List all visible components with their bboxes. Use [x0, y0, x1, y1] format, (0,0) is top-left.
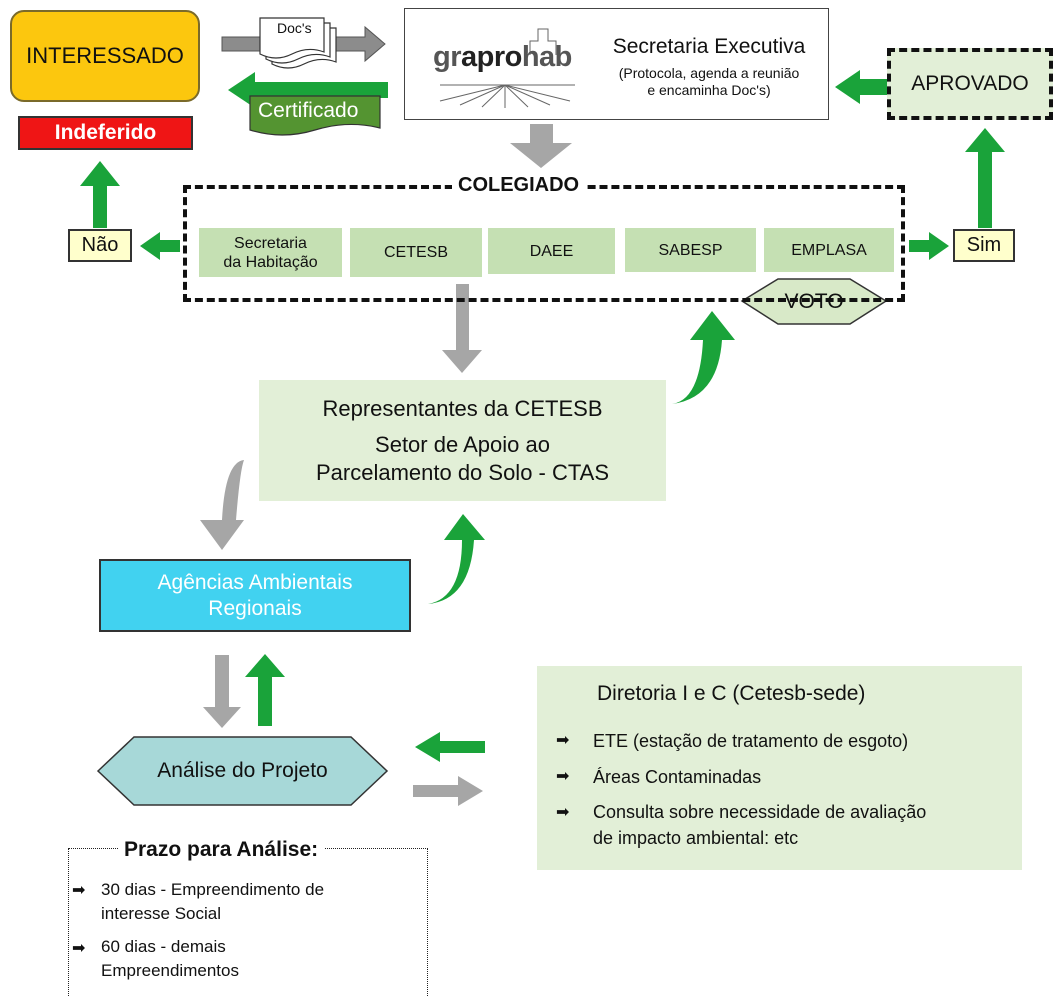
voto-label: VOTO	[784, 289, 844, 313]
arrow-bullet-icon: ➡	[556, 768, 570, 785]
graprohab-logo-graphic	[439, 28, 575, 108]
sim-label: Sim	[966, 234, 1002, 256]
sim-to-aprovado-arrow	[965, 128, 1005, 228]
interessado-label: INTERESSADO	[26, 43, 184, 68]
member-secretaria-habitacao: Secretaria da Habitação	[199, 228, 342, 277]
prazo-item-30-dias-cont: interesse Social	[101, 904, 222, 923]
representantes-to-voto-arrow	[672, 311, 735, 404]
arrow-bullet-icon: ➡	[556, 804, 570, 821]
certificado-back-arrow	[228, 72, 388, 108]
certificado-document-shape	[249, 95, 381, 136]
nao-label: Não	[81, 234, 119, 256]
colegiado-to-representantes-arrow	[442, 284, 482, 373]
arrow-bullet-icon: ➡	[72, 940, 86, 957]
diretoria-title: Diretoria I e C (Cetesb-sede)	[597, 682, 866, 705]
aprovado-box: APROVADO	[887, 48, 1053, 120]
agencias-line2: Regionais	[208, 596, 302, 620]
representantes-parcelamento: Parcelamento do Solo - CTAS	[315, 460, 610, 485]
representantes-box: Representantes da CETESB Setor de Apoio …	[259, 380, 666, 501]
agencias-line1: Agências Ambientais	[157, 570, 353, 594]
prazo-item-60-dias: 60 dias - demais	[101, 937, 226, 956]
secretaria-executiva-box: graprohab Secretaria Executiva (Protocol…	[404, 8, 829, 120]
representantes-title: Representantes da CETESB	[322, 396, 603, 421]
diretoria-item-ete: ETE (estação de tratamento de esgoto)	[593, 731, 909, 751]
analise-to-agencias-arrow	[245, 654, 285, 726]
colegiado-title: COLEGIADO	[452, 174, 586, 197]
agencias-to-representantes-arrow	[428, 514, 485, 604]
docs-stack-icon	[259, 17, 337, 69]
nao-to-indeferido-arrow	[80, 161, 120, 228]
prazo-item-30-dias: 30 dias - Empreendimento de	[101, 880, 325, 899]
colegiado-to-nao-arrow	[140, 232, 180, 260]
analise-hexagon	[96, 736, 389, 806]
indeferido-box: Indeferido	[18, 116, 193, 150]
prazo-title: Prazo para Análise:	[118, 838, 325, 862]
sim-box: Sim	[953, 229, 1015, 262]
representantes-to-agencias-arrow	[200, 460, 244, 550]
diretoria-box	[537, 666, 1022, 870]
member-cetesb: CETESB	[350, 228, 482, 277]
agencias-to-analise-arrow	[203, 655, 241, 728]
colegiado-to-sim-arrow	[909, 232, 949, 260]
certificado-label: Certificado	[258, 99, 359, 122]
member-emplasa: EMPLASA	[764, 228, 894, 272]
agencias-box: Agências Ambientais Regionais	[99, 559, 411, 632]
representantes-setor: Setor de Apoio ao	[375, 432, 550, 457]
diretoria-item-areas: Áreas Contaminadas	[593, 767, 762, 787]
diretoria-item-consulta: Consulta sobre necessidade de avaliação	[593, 802, 927, 822]
analise-to-diretoria-arrow	[413, 776, 483, 806]
diretoria-item-consulta-cont: de impacto ambiental: etc	[593, 828, 799, 848]
secretaria-to-colegiado-arrow	[510, 124, 572, 168]
analise-label: Análise do Projeto	[157, 759, 328, 782]
arrow-bullet-icon: ➡	[556, 732, 570, 749]
secretaria-title: Secretaria Executiva	[612, 35, 806, 58]
docs-label: Doc's	[277, 20, 312, 36]
graprohab-logo: graprohab	[433, 41, 572, 73]
aprovado-to-secretaria-arrow	[835, 70, 888, 104]
arrow-bullet-icon: ➡	[72, 882, 86, 899]
nao-box: Não	[68, 229, 132, 262]
secretaria-subtitle: (Protocola, agenda a reunião e encaminha…	[618, 65, 800, 98]
aprovado-label: APROVADO	[911, 72, 1029, 95]
prazo-item-60-dias-cont: Empreendimentos	[101, 961, 239, 980]
member-sabesp: SABESP	[625, 228, 756, 272]
diretoria-to-analise-arrow	[415, 732, 485, 762]
indeferido-label: Indeferido	[54, 121, 157, 144]
interessado-box: INTERESSADO	[10, 10, 200, 102]
member-daee: DAEE	[488, 228, 615, 274]
